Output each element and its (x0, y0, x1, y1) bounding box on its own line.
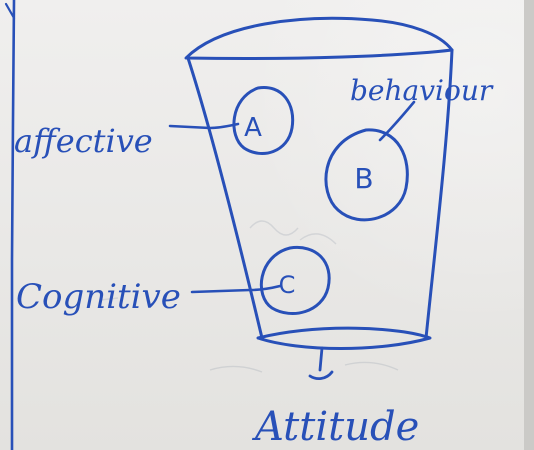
component-b: B (324, 128, 409, 222)
component-a-letter: A (244, 113, 262, 143)
paper-edge-shadow (524, 0, 534, 450)
component-b-letter: B (354, 162, 373, 195)
attitude-cup (184, 16, 454, 350)
component-b-circle (324, 128, 409, 222)
label-affective: affective (14, 122, 153, 160)
cup-right-side (424, 48, 454, 340)
cup-rim (184, 16, 454, 61)
paper-bleed-through (99, 220, 399, 373)
margin-corner-stroke (4, 2, 16, 20)
label-behavioural: behaviour (350, 74, 494, 107)
margin-line (10, 0, 16, 450)
leader-behavioural (378, 100, 416, 142)
component-a-circle (232, 86, 295, 155)
leader-affective (168, 122, 240, 130)
label-attitude: Attitude (251, 404, 419, 450)
component-c-circle (259, 245, 331, 315)
component-a: A (232, 86, 295, 155)
label-cognitive: Cognitive (16, 277, 181, 317)
component-c-letter: C (279, 271, 296, 299)
cup-base (256, 326, 432, 350)
leader-cognitive (190, 284, 282, 294)
cup-left-side (186, 56, 264, 340)
arrow-to-attitude (308, 346, 334, 381)
component-c: C (259, 245, 331, 315)
